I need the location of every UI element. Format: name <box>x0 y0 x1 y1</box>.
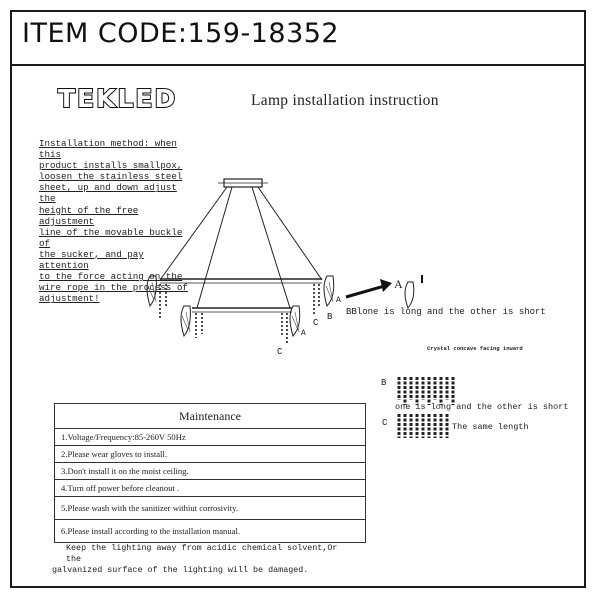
page-frame <box>10 10 586 588</box>
maintenance-table: Maintenance 1.Voltage/Frequency:85-260V … <box>54 403 366 543</box>
crystal-drop <box>323 275 335 307</box>
arrow-head <box>380 279 392 292</box>
label-c-outer: C <box>313 318 319 328</box>
maintenance-item: 4.Turn off power before cleanout . <box>54 479 366 497</box>
suspension-wire <box>257 186 323 281</box>
label-b: B <box>327 312 333 322</box>
crystal-detail <box>404 281 415 310</box>
suspension-wire <box>196 186 233 309</box>
method-line: height of the free adjustment <box>39 204 139 227</box>
document-title: Lamp installation instruction <box>251 92 439 109</box>
method-line: to the force acting on the <box>39 271 183 283</box>
crystal-facet <box>325 281 334 303</box>
method-line: loosen the stainless steel <box>39 171 183 183</box>
crystal-facet <box>181 311 191 333</box>
maintenance-item: 6.Please install according to the instal… <box>54 519 366 543</box>
b-prefix: B <box>346 307 352 317</box>
maintenance-item: 2.Please wear gloves to install. <box>54 445 366 463</box>
legend-c-label: C <box>382 418 388 428</box>
method-line: adjustment! <box>39 293 100 305</box>
legend-c-strings <box>397 414 449 438</box>
installation-method-text: Installation method: when this product i… <box>39 138 189 304</box>
legend-b-label: B <box>381 378 387 388</box>
warning-note-line: galvanized surface of the lighting will … <box>52 565 309 575</box>
label-b-note: BBlone is long and the other is short <box>346 307 546 317</box>
method-line: line of the movable buckle of <box>39 226 183 249</box>
label-a-detail: A <box>394 277 403 291</box>
method-line: product installs smallpox, <box>39 160 183 172</box>
b-note-text: Blone is long and the other is short <box>351 307 546 317</box>
warning-note: Keep the lighting away from acidic chemi… <box>52 543 352 576</box>
crystal-drop <box>146 275 157 308</box>
label-c-inner: C <box>277 347 283 357</box>
legend-c-note: The same length <box>452 422 529 432</box>
method-line: wire rope in the process of <box>39 282 188 294</box>
method-line: Installation method: when this <box>39 138 177 161</box>
brand-logo: TEKLED <box>57 83 178 114</box>
suspension-wire <box>159 186 228 281</box>
label-a-inner: A <box>301 329 306 338</box>
maintenance-item: 5.Please wash with the sanitizer withiut… <box>54 496 366 520</box>
suspension-wire <box>251 186 291 309</box>
crystal-facet <box>291 311 300 333</box>
legend-b-strings <box>397 377 455 405</box>
label-a-outer: A <box>336 296 341 305</box>
warning-note-line: Keep the lighting away from acidic chemi… <box>66 543 338 564</box>
legend-b-note: one is long and the other is short <box>395 402 569 412</box>
maintenance-item: 3.Don't install it on the moist ceiling. <box>54 462 366 480</box>
bead-strings <box>159 284 320 344</box>
crystal-note: Crystal concave facing inward <box>427 345 523 352</box>
maintenance-title: Maintenance <box>54 403 366 429</box>
crystal-facet <box>147 281 157 303</box>
item-code: ITEM CODE:159-18352 <box>22 18 340 49</box>
method-line: sheet, up and down adjust the <box>39 182 177 205</box>
maintenance-item: 1.Voltage/Frequency:85-260V 50Hz <box>54 428 366 446</box>
header-bar <box>10 10 586 66</box>
crystal-drop <box>180 305 191 338</box>
crystal-drop <box>289 305 301 337</box>
method-line: the sucker, and pay attention <box>39 248 144 272</box>
detail-arrow <box>345 283 389 299</box>
